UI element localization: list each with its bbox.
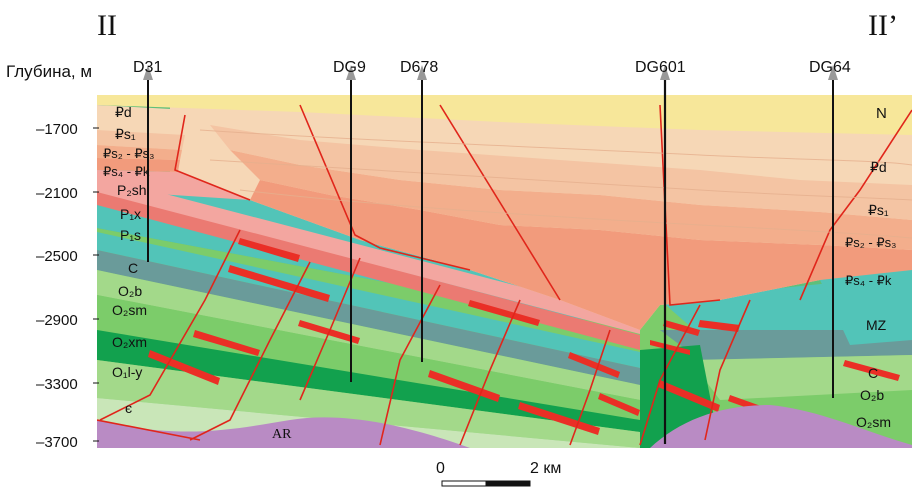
scale-end-label: 2 км [530, 460, 561, 477]
unit-label: ₽s₁ [868, 202, 889, 218]
unit-label: ₽d [870, 159, 887, 175]
well-arrow-icon [143, 65, 153, 80]
unit-label: O₂b [118, 283, 142, 299]
unit-label: N [876, 105, 887, 122]
well-DG9[interactable]: DG9 [333, 59, 366, 382]
well-arrow-icon [417, 65, 427, 80]
unit-label: P₁s [120, 227, 141, 243]
unit-label: ₽s₁ [115, 126, 136, 142]
scale-start-label: 0 [436, 460, 445, 477]
profile-end-mark: II’ [868, 9, 898, 42]
unit-label: P₁x [120, 206, 141, 222]
unit-label: O₂sm [112, 302, 147, 318]
scale-bar: 0 2 км [436, 460, 561, 487]
unit-label: O₂b [860, 387, 884, 403]
cenozoic-cover [97, 95, 912, 330]
red-beds [148, 238, 900, 435]
scale-segment-white [441, 480, 487, 487]
well-label: D31 [133, 59, 162, 76]
unit-label: є [125, 400, 132, 416]
well-DG64[interactable]: DG64 [809, 59, 851, 398]
well-arrow-icon [660, 65, 670, 80]
unit-label: ₽s₂ - ₽s₃ [103, 146, 154, 161]
basement-label: AR [272, 427, 292, 442]
unit-label: C [128, 260, 138, 276]
unit-label: ₽s₄ - ₽k [845, 273, 892, 288]
unit-label: O₂sm [856, 414, 891, 430]
basement-right [650, 405, 912, 448]
depth-tick-label: –2100 [36, 185, 78, 202]
unit-label: ₽s₂ - ₽s₃ [845, 235, 896, 250]
unit-label: ₽s₄ - ₽k [103, 164, 150, 179]
well-D678[interactable]: D678 [400, 59, 438, 362]
unit-label: C [868, 365, 878, 381]
well-D31[interactable]: D31 [133, 59, 162, 262]
depth-tick-label: –2500 [36, 248, 78, 265]
left-unit-labels: ₽d ₽s₁ ₽s₂ - ₽s₃ ₽s₄ - ₽k P₂sh P₁x P₁s C… [103, 104, 154, 416]
well-label: DG9 [333, 59, 366, 76]
well-label: D678 [400, 59, 438, 76]
mesozoic-unit [820, 270, 912, 345]
unit-label: MZ [866, 317, 887, 333]
depth-tick-label: –3700 [36, 434, 78, 451]
well-label: DG64 [809, 59, 851, 76]
scale-segment-black [485, 480, 531, 487]
depth-axis-label: Глубина, м [6, 62, 92, 81]
well-arrow-icon [346, 65, 356, 80]
well-arrow-icon [828, 65, 838, 80]
well-label: DG601 [635, 59, 686, 76]
depth-axis: –1700 –2100 –2500 –2900 –3300 –3700 [36, 121, 99, 451]
unit-label: P₂sh [117, 182, 147, 198]
fault-lines [97, 104, 912, 446]
well-DG601[interactable]: DG601 [635, 59, 686, 444]
depth-tick-label: –3300 [36, 376, 78, 393]
profile-start-mark: II [97, 9, 117, 42]
depth-tick-label: –2900 [36, 312, 78, 329]
unit-label: O₂xm [112, 334, 147, 350]
right-unit-labels: N ₽d ₽s₁ ₽s₂ - ₽s₃ ₽s₄ - ₽k MZ C O₂b O₂s… [845, 105, 896, 430]
section-body [97, 95, 912, 448]
unit-label: O₁l-y [112, 364, 142, 380]
unit-label: ₽d [115, 104, 132, 120]
depth-tick-label: –1700 [36, 121, 78, 138]
